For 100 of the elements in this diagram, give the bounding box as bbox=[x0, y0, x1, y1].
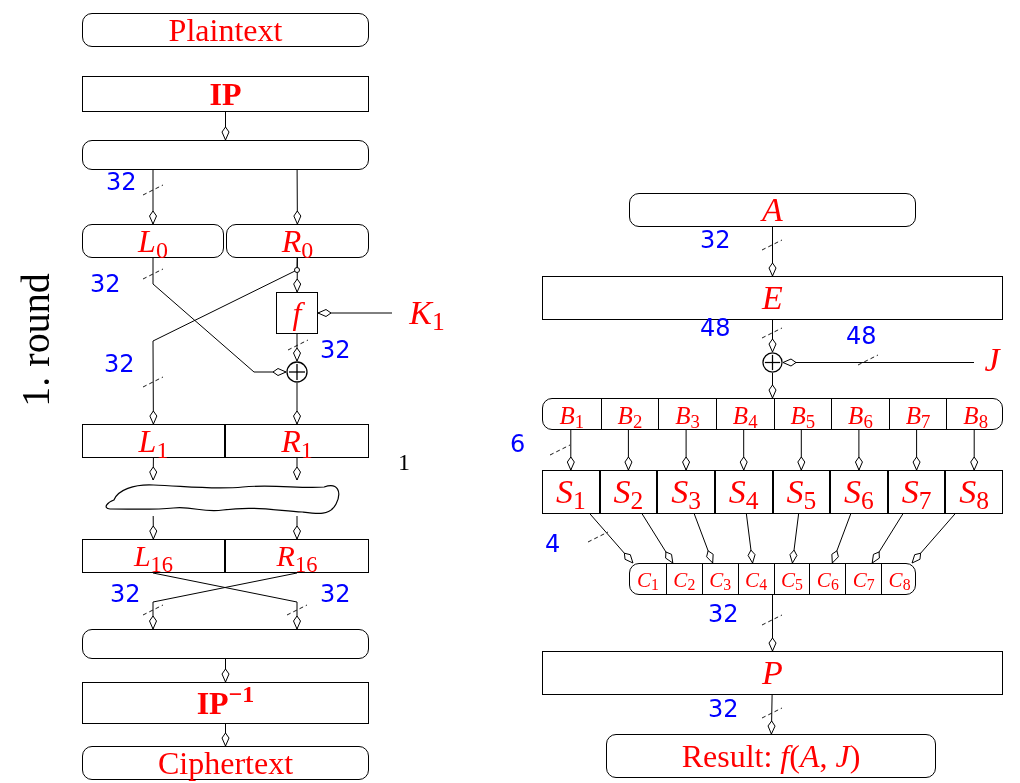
node-label: A bbox=[762, 193, 783, 227]
node-label: Plaintext bbox=[168, 14, 283, 46]
process-box bbox=[82, 682, 369, 724]
node-label: C$_{2}$ bbox=[673, 569, 696, 591]
edge-label: 32 bbox=[104, 352, 135, 376]
sbox-cell bbox=[772, 470, 831, 514]
rounded-box bbox=[629, 193, 916, 227]
arrow bbox=[782, 358, 975, 367]
edge-label: 32 bbox=[320, 338, 351, 362]
node-label: S$_{3}$ bbox=[671, 475, 701, 509]
arrow bbox=[768, 594, 777, 652]
edge-label: 6 bbox=[510, 432, 526, 456]
sbox-cell bbox=[945, 470, 1003, 514]
node-label: L$_{1}$ bbox=[138, 425, 169, 457]
xor-circle bbox=[762, 352, 783, 373]
rounded-box bbox=[82, 140, 369, 170]
node-label: J bbox=[984, 343, 1000, 377]
arrow bbox=[152, 257, 287, 376]
rounded-box bbox=[82, 746, 369, 780]
arrow bbox=[293, 333, 301, 362]
node-label: L$_{0}$ bbox=[138, 225, 168, 257]
edge-label: 32 bbox=[700, 228, 731, 252]
arrow bbox=[149, 457, 158, 481]
node-label: S$_{6}$ bbox=[844, 475, 874, 509]
node-label: B$_{2}$ bbox=[617, 402, 643, 428]
arrow bbox=[911, 513, 956, 564]
arrow bbox=[317, 309, 393, 317]
arrow bbox=[854, 429, 863, 471]
node-label: IP bbox=[209, 78, 242, 110]
node-label: E bbox=[762, 281, 783, 315]
function-box bbox=[276, 292, 318, 334]
xor-circle bbox=[286, 361, 308, 383]
node-label: L$_{16}$ bbox=[133, 541, 174, 571]
node-label: R$_{16}$ bbox=[276, 541, 318, 571]
edge-label: 32 bbox=[110, 582, 141, 606]
arrow bbox=[912, 429, 921, 471]
arrow bbox=[768, 372, 777, 399]
process-box bbox=[225, 539, 369, 573]
arrow bbox=[797, 429, 806, 471]
node-label: P bbox=[762, 656, 783, 690]
rounded-box bbox=[82, 13, 369, 47]
round-number: 1 bbox=[398, 450, 410, 474]
node-label: B$_{8}$ bbox=[963, 402, 988, 428]
node-label: S$_{8}$ bbox=[959, 475, 990, 509]
node-label: Result: f(A, J) bbox=[681, 740, 861, 772]
node-label: C$_{1}$ bbox=[637, 569, 659, 591]
edge-label: 48 bbox=[700, 316, 731, 340]
node-label: B$_{7}$ bbox=[905, 402, 931, 428]
arrow bbox=[221, 658, 230, 683]
edge-label: 4 bbox=[545, 532, 561, 556]
node-label: S$_{7}$ bbox=[901, 475, 932, 509]
arrow bbox=[293, 169, 302, 225]
node-label: B$_{1}$ bbox=[559, 402, 585, 428]
node-label: S$_{1}$ bbox=[555, 475, 586, 509]
rounded-box bbox=[82, 629, 369, 659]
arrow bbox=[745, 513, 756, 564]
process-box bbox=[542, 651, 1003, 695]
edge-label: 32 bbox=[320, 582, 351, 606]
node-label: B$_{5}$ bbox=[790, 402, 816, 428]
arrow bbox=[831, 513, 852, 564]
rounded-box bbox=[226, 224, 369, 258]
sbox-cell bbox=[714, 470, 773, 514]
sbox-cell bbox=[542, 470, 600, 514]
node-label: S$_{5}$ bbox=[786, 475, 817, 509]
sbox-cell bbox=[887, 470, 946, 514]
node-label: R$_{1}$ bbox=[281, 425, 313, 457]
node-label: B$_{3}$ bbox=[675, 402, 700, 428]
arrow bbox=[767, 694, 776, 735]
arrow bbox=[693, 513, 714, 564]
sbox-cell bbox=[599, 470, 658, 514]
edge-label: 32 bbox=[708, 602, 739, 626]
process-box bbox=[82, 539, 225, 573]
arrow bbox=[682, 429, 691, 471]
node-label: R$_{0}$ bbox=[281, 225, 314, 257]
sbox-cell bbox=[830, 470, 888, 514]
node-label: C$_{8}$ bbox=[888, 569, 911, 591]
arrow bbox=[739, 429, 748, 471]
process-box bbox=[542, 276, 1003, 320]
node-label: C$_{4}$ bbox=[745, 569, 767, 591]
arrow bbox=[624, 429, 633, 471]
node-label: C$_{5}$ bbox=[781, 569, 803, 591]
arrow bbox=[293, 382, 301, 425]
edge-label: 48 bbox=[846, 324, 877, 348]
edge-label: 32 bbox=[106, 170, 137, 194]
node-label: Ciphertext bbox=[157, 747, 294, 779]
node-label: K$_{1}$ bbox=[409, 296, 445, 330]
arrow bbox=[768, 226, 777, 277]
bit-block-bar bbox=[542, 398, 1003, 430]
arrow bbox=[221, 111, 230, 141]
node-label: C$_{3}$ bbox=[709, 569, 732, 591]
node-label: B$_{4}$ bbox=[732, 402, 758, 428]
node-label: C$_{6}$ bbox=[816, 569, 839, 591]
edge-label: 32 bbox=[90, 272, 121, 296]
arrow bbox=[293, 457, 301, 481]
arrow bbox=[221, 723, 230, 747]
arrow bbox=[789, 513, 800, 564]
arrow bbox=[641, 513, 674, 564]
arrow bbox=[149, 257, 298, 425]
arrow bbox=[589, 513, 634, 564]
process-box bbox=[225, 424, 369, 458]
